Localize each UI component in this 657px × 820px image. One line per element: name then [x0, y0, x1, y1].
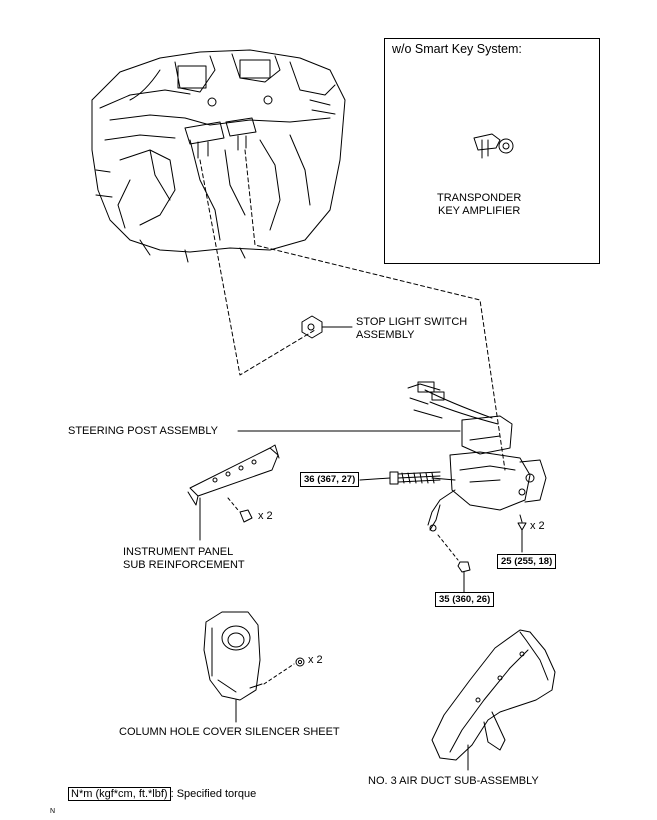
column-hole-cover-label: COLUMN HOLE COVER SILENCER SHEET	[119, 726, 340, 738]
air-duct-illustration	[431, 629, 556, 771]
silencer-sheet-illustration	[203, 611, 263, 723]
reinforcement-bolt-illustration	[227, 497, 253, 523]
transponder-label-line2: KEY AMPLIFIER	[438, 205, 521, 217]
silencer-clip-illustration	[263, 657, 305, 685]
silencer-clip-count: x 2	[308, 654, 323, 666]
inset-title: w/o Smart Key System:	[392, 42, 522, 56]
steering-post-illustration	[407, 381, 547, 532]
inset-frame	[384, 38, 600, 264]
column-bolt-illustration	[359, 471, 441, 485]
transponder-illustration	[473, 133, 514, 159]
stop-light-switch-label-line2: ASSEMBLY	[356, 329, 415, 341]
air-duct-label: NO. 3 AIR DUCT SUB-ASSEMBLY	[368, 775, 539, 787]
transponder-label-line1: TRANSPONDER	[437, 192, 522, 204]
torque-legend-unit-box: N*m (kgf*cm, ft.*lbf)	[68, 787, 171, 801]
stop-light-switch-label: STOP LIGHT SWITCH ASSEMBLY	[356, 316, 467, 342]
torque-legend: N*m (kgf*cm, ft.*lbf): Specified torque	[68, 787, 257, 801]
stop-light-switch-illustration	[301, 315, 353, 339]
stop-light-switch-label-line1: STOP LIGHT SWITCH	[356, 316, 468, 328]
instrument-panel-label-line1: INSTRUMENT PANEL	[123, 546, 234, 558]
instrument-panel-label: INSTRUMENT PANEL SUB REINFORCEMENT	[123, 546, 245, 572]
dashboard-leaders	[199, 149, 506, 471]
torque-spec-lower-bolt: 25 (255, 18)	[497, 554, 557, 569]
instrument-panel-label-line2: SUB REINFORCEMENT	[123, 559, 245, 571]
torque-spec-column-bolt: 36 (367, 27)	[300, 472, 360, 487]
middle-nut-illustration	[437, 534, 471, 593]
steering-post-label: STEERING POST ASSEMBLY	[68, 425, 218, 437]
torque-spec-middle-nut: 35 (360, 26)	[435, 592, 495, 607]
dashboard-illustration	[91, 49, 346, 263]
lower-bolt-count: x 2	[530, 520, 545, 532]
transponder-label: TRANSPONDER KEY AMPLIFIER	[437, 192, 521, 218]
reinforcement-illustration	[187, 444, 280, 541]
lower-bolt-illustration	[517, 514, 527, 553]
footer-mark: N	[50, 808, 56, 815]
torque-legend-text: : Specified torque	[170, 788, 257, 800]
reinforcement-bolt-count: x 2	[258, 510, 273, 522]
